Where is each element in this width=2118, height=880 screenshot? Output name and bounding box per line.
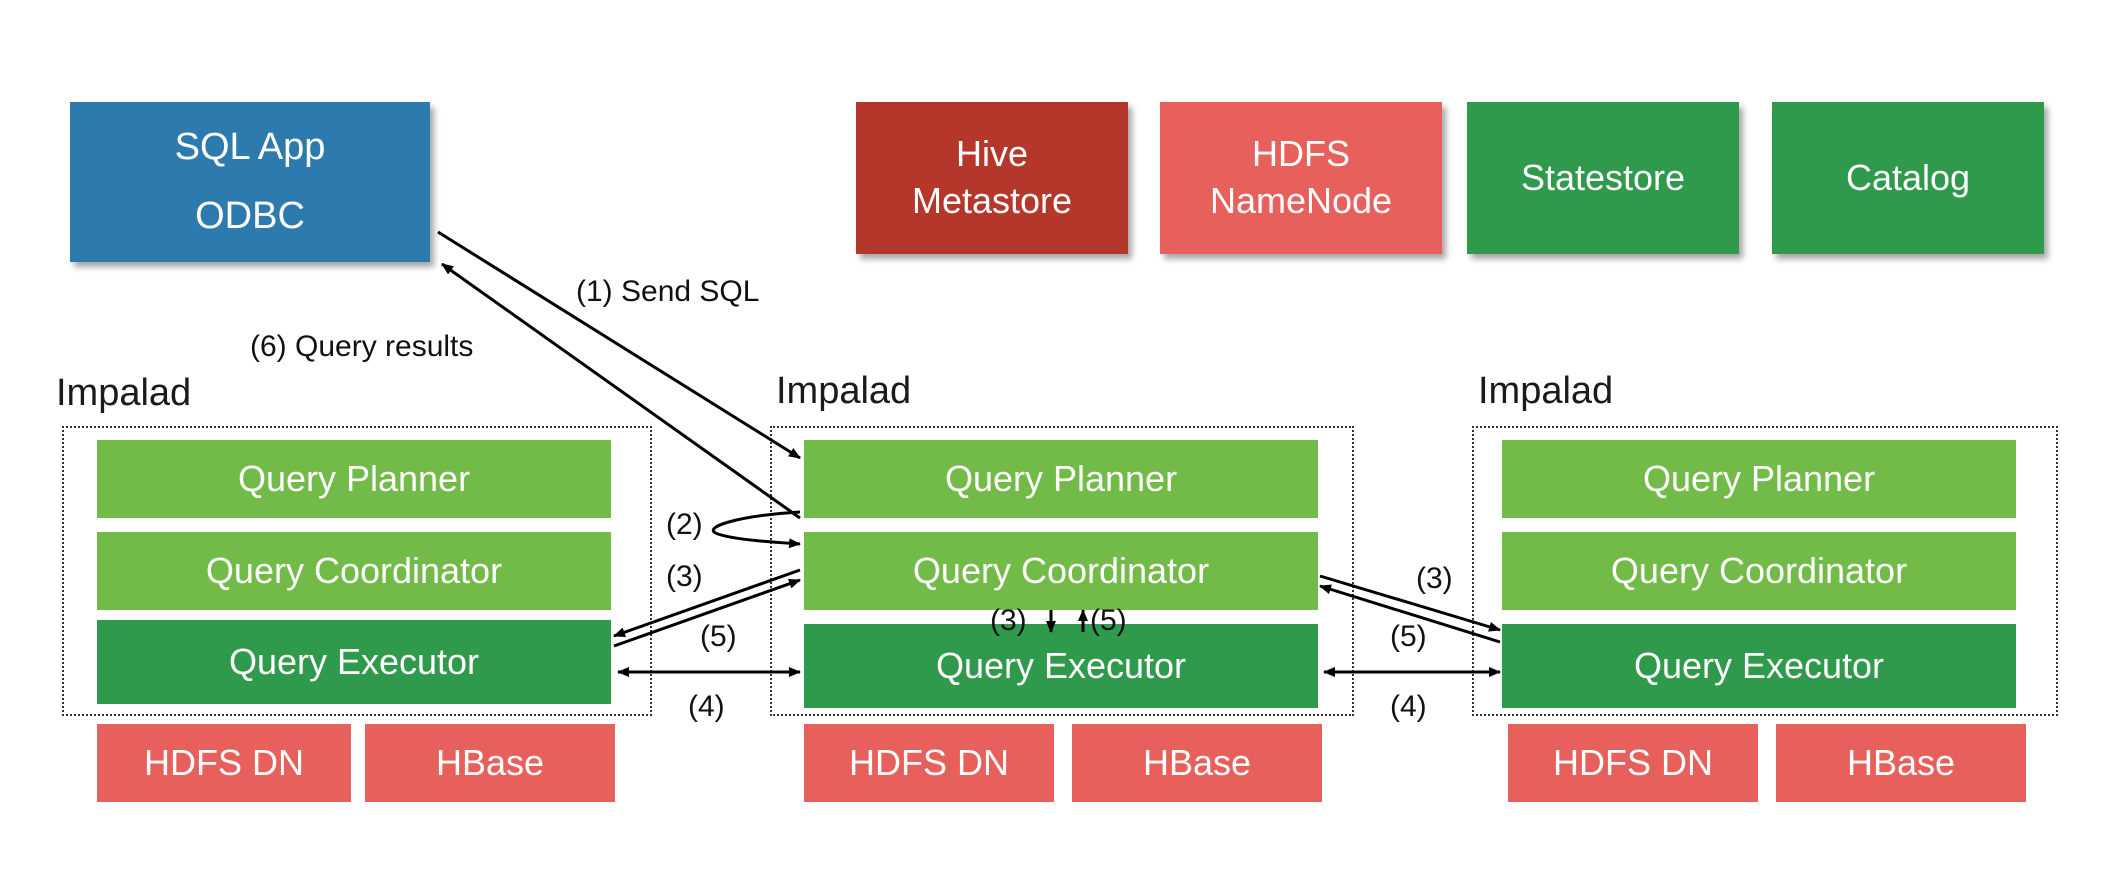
query-coordinator-label: Query Coordinator: [912, 550, 1210, 591]
send-sql-label: (1) Send SQL: [576, 275, 760, 308]
report-right-arrow: [1319, 584, 1501, 644]
step5-mid-label: (5): [1090, 604, 1127, 637]
odbc-label: ODBC: [195, 195, 305, 237]
step3-left-label: (3): [666, 560, 703, 593]
query-executor-2: Query Executor: [804, 624, 1318, 708]
step3-right-label: (3): [1416, 562, 1453, 595]
step5-right-label: (5): [1390, 620, 1427, 653]
query-coordinator-3: Query Coordinator: [1502, 532, 2016, 610]
step4-right-label: (4): [1390, 690, 1427, 723]
catalog-label: Catalog: [1845, 157, 1971, 198]
query-results-arrow: [441, 262, 801, 520]
statestore-box: Statestore: [1467, 102, 1739, 254]
statestore-label: Statestore: [1520, 157, 1686, 198]
query-results-label: (6) Query results: [250, 330, 474, 363]
query-planner-label: Query Planner: [237, 458, 471, 499]
query-planner-2: Query Planner: [804, 440, 1318, 518]
namenode-label: NameNode: [1209, 180, 1393, 221]
impalad-frame-2: [770, 426, 1354, 716]
query-planner-label: Query Planner: [944, 458, 1178, 499]
query-executor-label: Query Executor: [228, 641, 480, 682]
plan-loop-arrow: [711, 510, 801, 549]
impalad-title-2: Impalad: [776, 370, 912, 412]
dispatch-right-arrow: [1319, 574, 1501, 632]
query-executor-1: Query Executor: [97, 620, 611, 704]
query-executor-label: Query Executor: [1633, 645, 1885, 686]
hdfs-namenode-box: HDFS NameNode: [1160, 102, 1442, 254]
impalad-title-1: Impalad: [56, 372, 192, 414]
hdfs-dn-3: HDFS DN: [1508, 724, 1758, 802]
send-sql-arrow: [437, 230, 801, 460]
query-executor-3: Query Executor: [1502, 624, 2016, 708]
hdfs-dn-1: HDFS DN: [97, 724, 351, 802]
query-coordinator-2: Query Coordinator: [804, 532, 1318, 610]
impalad-frame-1: [62, 426, 652, 716]
hdfs-dn-label: HDFS DN: [1553, 742, 1713, 783]
metastore-label: Metastore: [911, 180, 1073, 221]
hbase-2: HBase: [1072, 724, 1322, 802]
hdfs-dn-label: HDFS DN: [144, 742, 304, 783]
step4-left-label: (4): [688, 690, 725, 723]
query-planner-1: Query Planner: [97, 440, 611, 518]
report-left-arrow: [613, 578, 801, 648]
hdfs-dn-2: HDFS DN: [804, 724, 1054, 802]
query-planner-3: Query Planner: [1502, 440, 2016, 518]
hdfs-label: HDFS: [1252, 133, 1350, 175]
catalog-box: Catalog: [1772, 102, 2044, 254]
hbase-label: HBase: [435, 742, 545, 783]
sql-app-box: SQL App ODBC: [70, 102, 430, 262]
hive-label: Hive: [955, 133, 1029, 175]
hbase-1: HBase: [365, 724, 615, 802]
impalad-frame-3: [1472, 426, 2058, 716]
sql-app-label: SQL App: [174, 126, 326, 168]
hdfs-dn-label: HDFS DN: [849, 742, 1009, 783]
step3-mid-label: (3): [990, 604, 1027, 637]
hbase-label: HBase: [1846, 742, 1956, 783]
hbase-3: HBase: [1776, 724, 2026, 802]
dispatch-left-arrow: [613, 568, 801, 638]
step5-left-label: (5): [700, 620, 737, 653]
query-executor-label: Query Executor: [935, 645, 1187, 686]
hbase-label: HBase: [1142, 742, 1252, 783]
hive-metastore-box: Hive Metastore: [856, 102, 1128, 254]
query-coordinator-1: Query Coordinator: [97, 532, 611, 610]
step2-label: (2): [666, 508, 703, 541]
query-coordinator-label: Query Coordinator: [1610, 550, 1908, 591]
impalad-title-3: Impalad: [1478, 370, 1614, 412]
query-coordinator-label: Query Coordinator: [205, 550, 503, 591]
query-planner-label: Query Planner: [1642, 458, 1876, 499]
